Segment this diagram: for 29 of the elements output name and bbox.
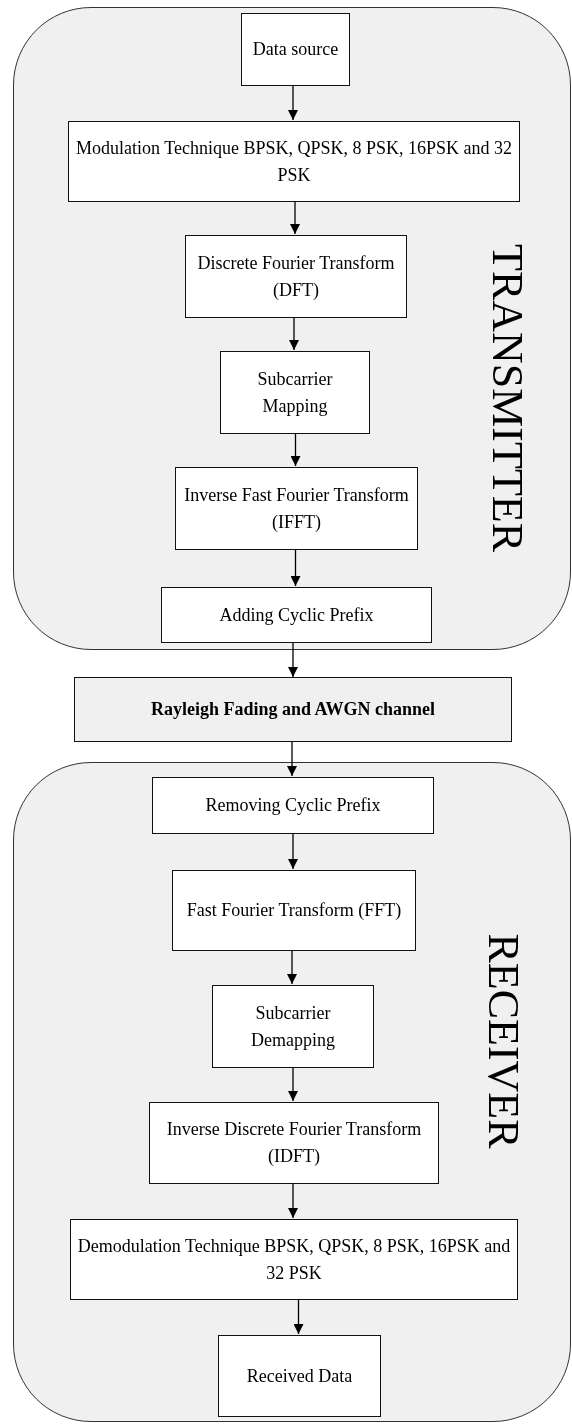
section-heading: TRANSMITTER	[485, 244, 529, 552]
arrow	[288, 641, 298, 678]
arrow	[290, 548, 301, 587]
section-panel	[13, 7, 571, 650]
arrow	[293, 1298, 304, 1335]
arrow	[288, 1066, 298, 1102]
process-box: Demodulation Technique BPSK, QPSK, 8 PSK, 16PSK and 32 PSK	[70, 1219, 518, 1300]
process-box: Subcarrier Mapping	[220, 351, 370, 434]
process-box: Data source	[241, 13, 350, 86]
arrow	[288, 832, 298, 870]
arrow	[287, 949, 297, 985]
process-box: Modulation Technique BPSK, QPSK, 8 PSK, 16PSK and 32 PSK	[68, 121, 520, 202]
process-box: Adding Cyclic Prefix	[161, 587, 432, 643]
process-box: Removing Cyclic Prefix	[152, 777, 434, 834]
arrow	[289, 316, 299, 351]
arrow	[290, 200, 300, 235]
process-box: Subcarrier Demapping	[212, 985, 374, 1068]
process-box: Discrete Fourier Transform (DFT)	[185, 235, 407, 318]
arrow	[288, 1182, 298, 1219]
process-box: Inverse Discrete Fourier Transform (IDFT)	[149, 1102, 439, 1184]
section-heading: RECEIVER	[481, 933, 525, 1149]
process-box: Inverse Fast Fourier Transform (IFFT)	[175, 467, 418, 550]
process-box: Fast Fourier Transform (FFT)	[172, 870, 416, 951]
arrow	[288, 84, 298, 121]
arrow	[290, 432, 301, 467]
process-box: Received Data	[218, 1335, 381, 1417]
arrow	[287, 741, 297, 777]
section-panel	[13, 762, 571, 1422]
channel-box: Rayleigh Fading and AWGN channel	[74, 677, 512, 742]
